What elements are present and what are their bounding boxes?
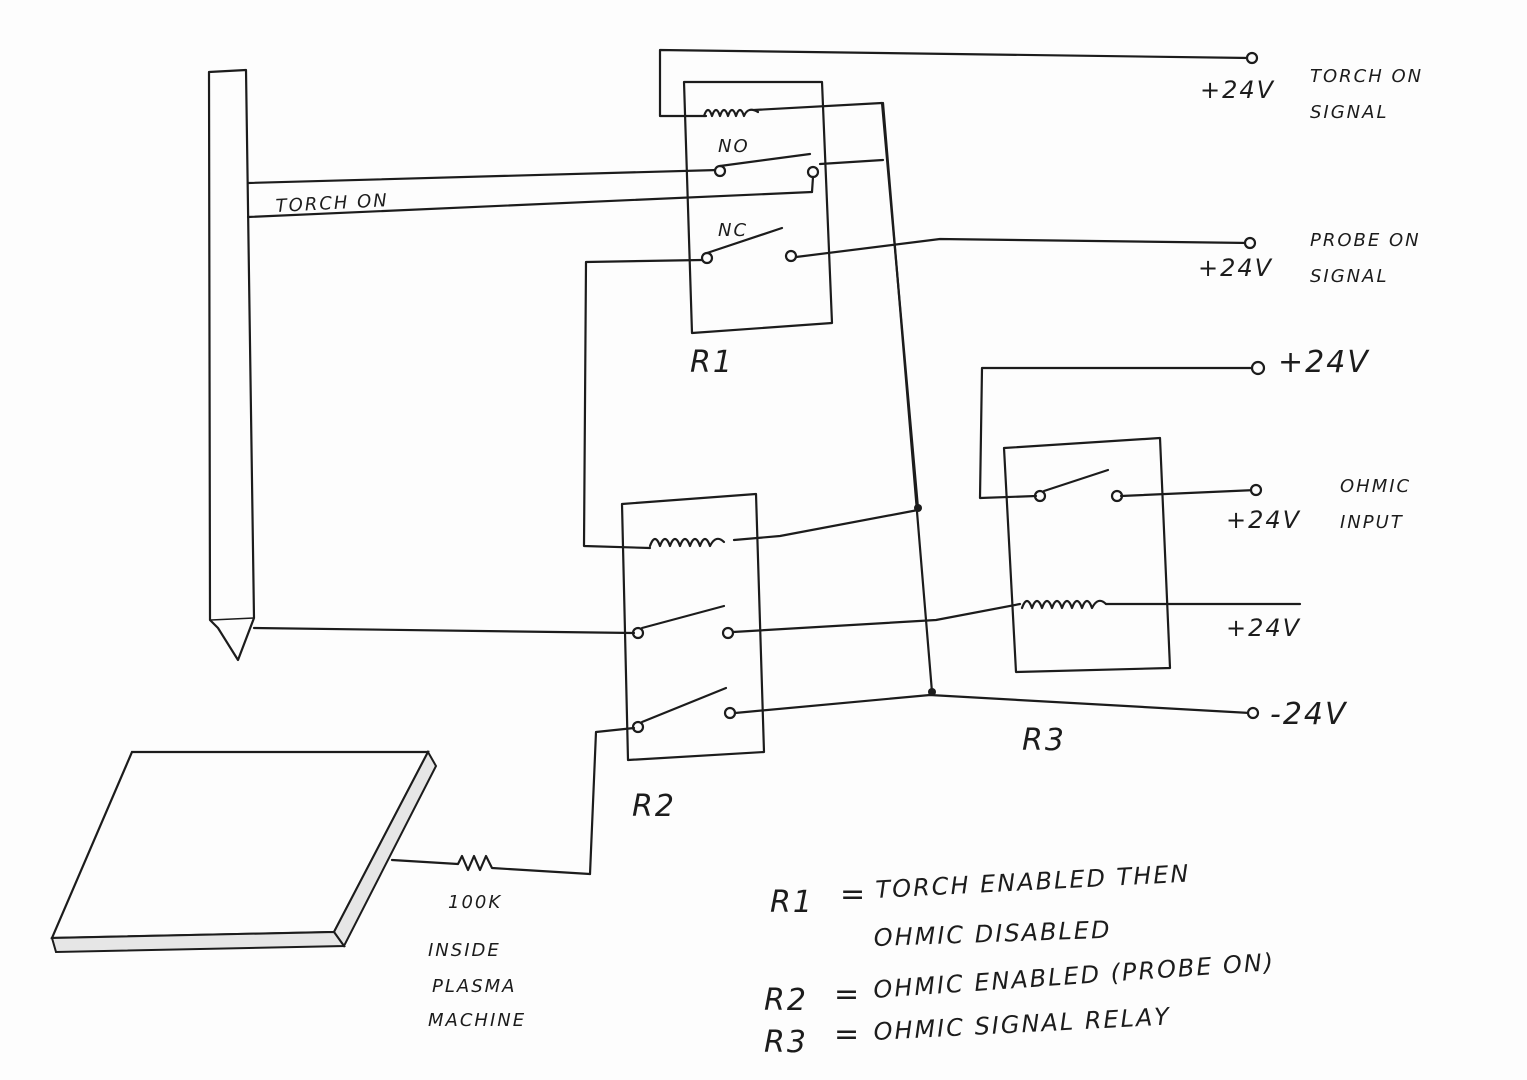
minus24-wire <box>733 693 1252 715</box>
legend-2-sep: = <box>834 1017 861 1052</box>
r2-label: R2 <box>632 789 676 824</box>
legend-1-sep: = <box>834 977 861 1012</box>
r1-no-label: NO <box>718 136 750 157</box>
terminal-3-desc-2: INPUT <box>1340 512 1404 533</box>
terminal-5-voltage: -24V <box>1270 697 1348 732</box>
r1-nc-contact-a <box>700 251 714 265</box>
torch-signal-wire <box>658 48 1252 510</box>
probe-signal-wire <box>794 237 1252 259</box>
legend-1-text: OHMIC ENABLED (PROBE ON) <box>872 948 1276 1004</box>
terminal-4-voltage: +24V <box>1226 614 1301 642</box>
r1-no-contact-a <box>713 164 727 178</box>
legend-0-sep: = <box>840 877 867 912</box>
nc-to-r2-coil-wire <box>582 258 704 550</box>
legend-0-text2: OHMIC DISABLED <box>873 916 1112 952</box>
terminal-3-voltage: +24V <box>1226 506 1301 534</box>
plate-label-1: INSIDE <box>428 940 501 961</box>
r2-coil <box>648 537 726 548</box>
r1-label: R1 <box>690 345 734 380</box>
terminal-1-voltage: +24V <box>1198 254 1273 282</box>
legend-0-text: TORCH ENABLED THEN <box>875 860 1191 904</box>
r3-coil <box>1020 599 1108 610</box>
terminal-0-desc-2: SIGNAL <box>1310 102 1389 123</box>
plasma-torch <box>207 68 256 662</box>
r2-to-resistor-wire <box>588 726 636 876</box>
legend-0-key: R1 <box>770 885 814 920</box>
r1-coil <box>702 108 760 118</box>
relay-r1 <box>682 80 834 335</box>
terminal-2-voltage: +24V <box>1278 345 1370 380</box>
torch-tip-wire <box>252 626 636 635</box>
relay-r2 <box>620 492 922 762</box>
terminal-1-desc-2: SIGNAL <box>1310 266 1389 287</box>
r1-nc-label: NC <box>718 220 748 241</box>
r2-to-r3-coil-wire <box>731 602 1022 634</box>
torch-on-wires <box>246 168 814 219</box>
ohmic-input-wire <box>1119 488 1258 498</box>
terminal-block <box>1243 51 1266 720</box>
terminal-1-desc-1: PROBE ON <box>1310 230 1421 251</box>
legend-2-key: R3 <box>764 1025 808 1060</box>
terminal-3-desc-1: OHMIC <box>1340 476 1411 497</box>
r1-no-contact-b <box>806 165 820 179</box>
legend: R1 = TORCH ENABLED THEN OHMIC DISABLED R… <box>764 860 1276 1060</box>
legend-1-key: R2 <box>764 983 808 1018</box>
r3-label: R3 <box>1022 723 1066 758</box>
relay-r3 <box>1002 436 1172 674</box>
terminal-torch-on <box>1245 51 1259 65</box>
r1-nc-contact-b <box>784 249 798 263</box>
r2-switch2-b <box>723 706 737 720</box>
plate-label-3: MACHINE <box>428 1010 526 1031</box>
terminal-0-desc-1: TORCH ON <box>1310 66 1423 87</box>
torch-on-wire-label: TORCH ON <box>275 190 389 217</box>
terminal-0-voltage: +24V <box>1200 76 1275 104</box>
terminal-minus24 <box>1246 706 1260 720</box>
r2-switch2-a <box>631 720 645 734</box>
resistor-label: 100K <box>448 892 502 913</box>
r3-supply-wire <box>978 366 1258 500</box>
legend-2-text: OHMIC SIGNAL RELAY <box>873 1002 1172 1046</box>
resistor-100k <box>390 854 592 876</box>
common-return-wire <box>881 101 934 694</box>
terminal-ohmic-input <box>1249 483 1263 497</box>
workpiece-plate <box>50 749 438 954</box>
terminal-supply <box>1250 360 1266 376</box>
r2-switch1-b <box>721 626 735 640</box>
plate-label-2: PLASMA <box>432 976 516 997</box>
terminal-probe-on <box>1243 236 1257 250</box>
